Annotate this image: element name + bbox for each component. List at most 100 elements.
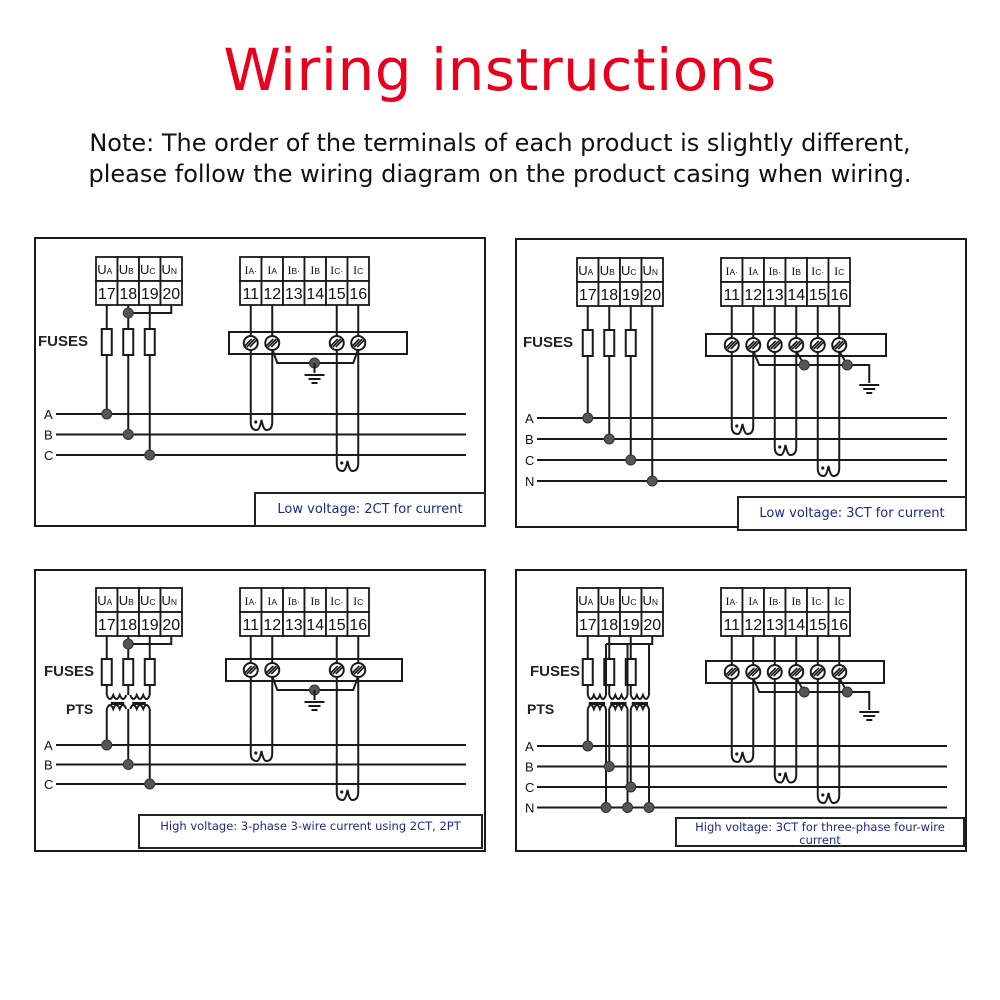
fuses-label: FUSES bbox=[38, 333, 88, 350]
pt-core bbox=[610, 702, 627, 705]
terminal-screw-icon bbox=[242, 335, 259, 351]
diagram-caption: Low voltage: 3CT for current bbox=[737, 496, 967, 531]
terminal-label: IB· bbox=[288, 263, 301, 277]
terminal-label: IB bbox=[310, 594, 320, 608]
ground-icon bbox=[859, 711, 880, 721]
pt-coil bbox=[105, 692, 128, 700]
current-transformer-icon bbox=[249, 404, 274, 432]
junction-dot bbox=[600, 802, 612, 813]
terminal-screw-icon bbox=[745, 337, 762, 353]
terminal-label: UN bbox=[161, 262, 177, 277]
junction-dot bbox=[643, 802, 655, 813]
terminal-number: 18 bbox=[600, 287, 618, 304]
terminal-label: IC· bbox=[811, 264, 824, 278]
terminal-number: 18 bbox=[600, 617, 618, 634]
terminal-label: IC bbox=[834, 264, 844, 278]
neutral-jumper bbox=[128, 636, 173, 645]
terminal-number: 11 bbox=[242, 286, 259, 303]
terminal-number: 15 bbox=[328, 286, 346, 303]
polarity-dot bbox=[254, 420, 258, 424]
terminal-number: 12 bbox=[263, 617, 281, 634]
phase-label-c: C bbox=[44, 448, 53, 463]
junction-dot bbox=[798, 359, 810, 371]
terminal-number: 17 bbox=[579, 287, 597, 304]
terminal-label: UA bbox=[97, 262, 112, 277]
junction-dot bbox=[122, 638, 134, 650]
terminal-screw-icon bbox=[831, 337, 848, 353]
pts-label: PTS bbox=[527, 701, 554, 717]
terminal-label: IA· bbox=[726, 264, 739, 278]
terminal-label: UB bbox=[119, 593, 134, 608]
terminal-number: 13 bbox=[285, 617, 303, 634]
terminal-screw-icon bbox=[264, 335, 281, 351]
terminal-number: 16 bbox=[830, 617, 848, 634]
junction-dot bbox=[582, 740, 594, 752]
pt-coil bbox=[586, 692, 607, 700]
terminal-number: 20 bbox=[162, 286, 180, 303]
terminal-screw-icon bbox=[788, 664, 805, 680]
phase-label-n: N bbox=[525, 474, 534, 489]
diagram-canvas: UA17UB18UC19UN20IA·11IA12IB·13IB14IC·15I… bbox=[34, 569, 486, 852]
terminal-number: 18 bbox=[119, 286, 137, 303]
terminal-screw-icon bbox=[831, 664, 848, 680]
terminal-label: IA· bbox=[726, 594, 739, 608]
pts-label: PTS bbox=[66, 701, 93, 717]
terminal-number: 14 bbox=[787, 287, 805, 304]
junction-dot bbox=[122, 429, 134, 440]
diagram-caption: Low voltage: 2CT for current bbox=[254, 492, 486, 527]
pt-coil bbox=[629, 692, 650, 700]
junction-dot bbox=[144, 449, 156, 461]
terminal-label: IB· bbox=[288, 594, 301, 608]
current-transformer-icon bbox=[335, 445, 360, 473]
terminal-label: IA bbox=[748, 594, 758, 608]
terminal-number: 20 bbox=[643, 287, 661, 304]
terminal-number: 17 bbox=[579, 617, 597, 634]
pt-core bbox=[110, 702, 125, 705]
terminal-label: IC· bbox=[330, 263, 343, 277]
terminal-number: 17 bbox=[98, 286, 116, 303]
terminal-screw-icon bbox=[766, 664, 783, 680]
terminal-number: 19 bbox=[141, 286, 159, 303]
junction-dot bbox=[122, 307, 134, 319]
terminal-number: 11 bbox=[242, 617, 259, 634]
terminal-label: UB bbox=[119, 262, 134, 277]
terminal-label: IA· bbox=[245, 594, 258, 608]
fuse-icon bbox=[603, 329, 616, 357]
polarity-dot bbox=[254, 751, 258, 755]
polarity-dot bbox=[735, 424, 739, 428]
terminal-number: 12 bbox=[263, 286, 281, 303]
phase-label-b: B bbox=[525, 432, 534, 447]
junction-dot bbox=[603, 761, 615, 772]
terminal-screw-icon bbox=[350, 335, 367, 351]
diagram-caption: High voltage: 3CT for three-phase four-w… bbox=[675, 817, 965, 847]
terminal-screw-icon bbox=[766, 337, 783, 353]
phase-label-a: A bbox=[44, 407, 53, 422]
terminal-number: 15 bbox=[809, 617, 827, 634]
ground-bus bbox=[752, 677, 871, 710]
terminal-label: UC bbox=[140, 262, 156, 277]
page-title: Wiring instructions bbox=[223, 36, 777, 104]
terminal-number: 13 bbox=[285, 286, 303, 303]
current-transformer-icon bbox=[773, 429, 798, 457]
pt-coil bbox=[608, 692, 629, 700]
terminal-number: 12 bbox=[744, 287, 762, 304]
pt-core bbox=[588, 702, 606, 705]
polarity-dot bbox=[735, 752, 739, 756]
current-transformer-icon bbox=[816, 777, 841, 805]
junction-dot bbox=[646, 475, 658, 487]
terminal-label: IC bbox=[834, 594, 844, 608]
terminal-label: IA bbox=[748, 264, 758, 278]
ground-icon bbox=[304, 374, 325, 384]
junction-dot bbox=[582, 412, 594, 424]
pt-core bbox=[631, 702, 649, 705]
phase-label-a: A bbox=[525, 411, 534, 426]
phase-label-b: B bbox=[44, 758, 53, 773]
terminal-screw-icon bbox=[242, 662, 259, 678]
terminal-label: UA bbox=[578, 593, 593, 608]
terminal-number: 13 bbox=[766, 617, 784, 634]
current-transformer-icon bbox=[816, 450, 841, 478]
terminal-number: 15 bbox=[809, 287, 827, 304]
terminal-label: UB bbox=[600, 593, 615, 608]
